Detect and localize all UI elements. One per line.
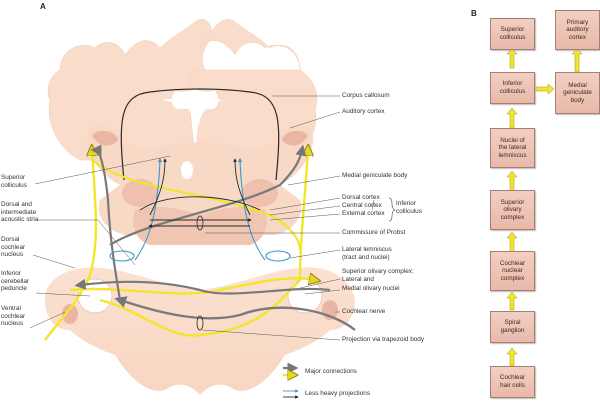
cerebral-hemispheres [47, 19, 318, 161]
legend-less-heavy-projections: Less heavy projections [305, 390, 371, 397]
label-dorsal-cortex: Dorsal cortex [342, 194, 380, 201]
label-ventral-cochlear-nucleus: Ventral cochlear nucleus [1, 305, 26, 328]
label-superior-colliculus: Superior colliculus [1, 174, 27, 189]
label-dorsal-cochlear-nucleus: Dorsal cochlear nucleus [1, 236, 26, 259]
panel-b-arrows [506, 47, 583, 367]
label-trapezoid-body: Projection via trapezoid body [342, 336, 425, 343]
panel-a-letter: A [40, 2, 46, 11]
box-cochlear-nuclear-complex: Cochlear nuclear complex [490, 251, 535, 291]
label-auditory-cortex: Auditory cortex [342, 108, 385, 115]
label-lateral-and: Lateral and [342, 276, 374, 283]
box-spiral-ganglion: Spiral ganglion [490, 311, 535, 343]
box-inferior-colliculus: Inferior colliculus [490, 72, 535, 104]
legend-major-connections: Major connections [305, 368, 357, 375]
label-inferior-cerebellar-peduncle: Inferior cerebellar peduncle [1, 270, 30, 293]
label-acoustic-stria: Dorsal and intermediate acoustic stria [1, 201, 39, 224]
label-inferior-colliculus: Inferior colliculus [396, 200, 422, 215]
callosal-connection [120, 88, 280, 181]
box-superior-olivary-complex: Superior olivary complex [490, 190, 535, 230]
panel-b-letter: B [471, 9, 477, 18]
leader-lines [29, 95, 375, 341]
box-nuclei-lateral-lemniscus: Nuclei of the lateral lemniscus [490, 128, 535, 168]
label-central-cortex: Central cortex [342, 202, 382, 209]
label-corpus-callosum: Corpus callosum [342, 92, 390, 99]
minor-tracts [109, 157, 291, 331]
label-cochlear-nerve: Cochlear nerve [342, 308, 386, 315]
label-external-cortex: External cortex [342, 210, 385, 217]
label-lateral-lemniscus: Lateral lemniscus (tract and nuclei) [342, 246, 392, 261]
box-medial-geniculate-body: Medial geniculate body [555, 72, 600, 114]
box-superior-colliculus: Superior colliculus [490, 18, 535, 50]
label-medial-geniculate-body: Medial geniculate body [342, 172, 408, 179]
legend-arrows [283, 362, 299, 399]
box-cochlear-hair-cells: Cochlear hair cells [490, 366, 535, 398]
box-primary-auditory-cortex: Primary auditory cortex [555, 10, 600, 50]
brace [388, 197, 396, 222]
label-superior-olivary-complex: Superior olivary complex: [342, 268, 414, 275]
label-medial-olivary-nuclei: Medial olivary nuclei [342, 285, 400, 292]
label-commissure-of-probst: Commissure of Probst [342, 229, 406, 236]
brainstem [45, 267, 355, 395]
